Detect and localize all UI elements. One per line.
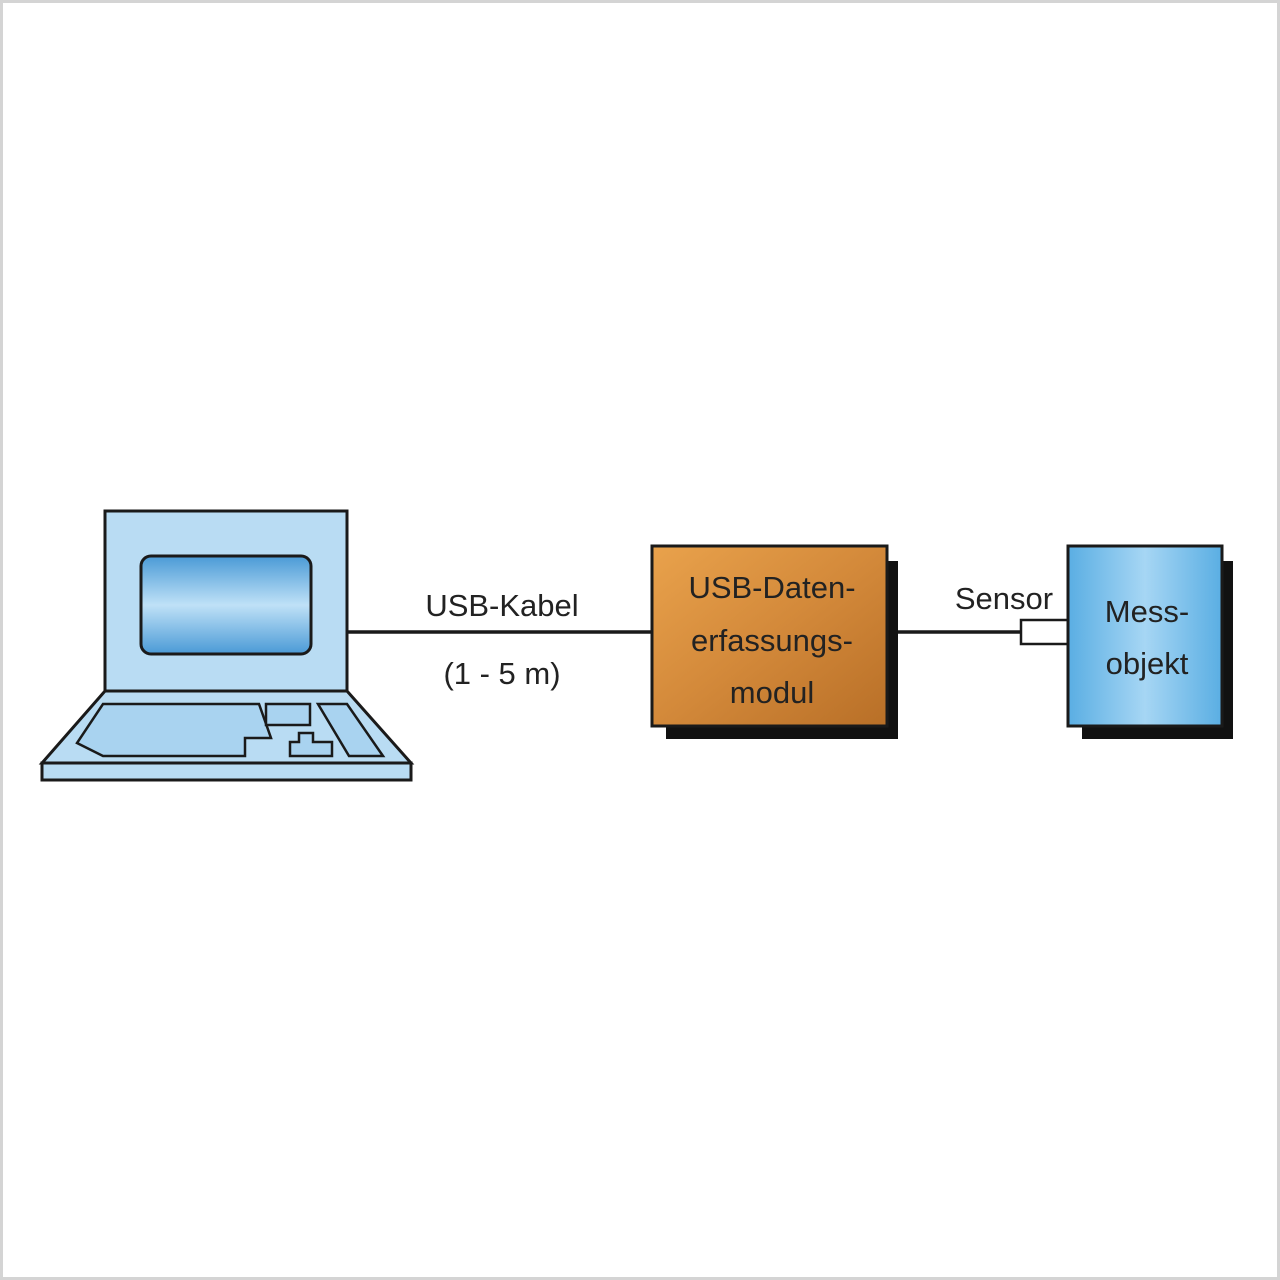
laptop-icon [38,509,415,782]
object-label-line2: objekt [1106,646,1189,681]
usb-cable-label: USB-Kabel [425,588,578,623]
object-label-line1: Mess- [1105,594,1189,629]
object-box [1066,544,1224,728]
laptop-key-small [264,702,312,727]
module-label-line2: erfassungs- [691,623,853,658]
laptop-base-edge [40,761,413,782]
measurement-object: Mess- objekt [1066,544,1233,739]
usb-cable-length: (1 - 5 m) [443,656,560,691]
laptop-key-arrow [288,731,334,758]
module-box [650,544,889,728]
laptop-screen [139,554,313,656]
laptop-keyboard-main [75,702,273,758]
laptop-key-long [315,702,386,758]
sensor-label: Sensor [955,581,1053,616]
sensor-icon [1019,618,1070,646]
data-acquisition-module: USB-Daten- erfassungs- modul [650,544,898,739]
module-label-line3: modul [730,675,814,710]
module-label-line1: USB-Daten- [688,570,855,605]
